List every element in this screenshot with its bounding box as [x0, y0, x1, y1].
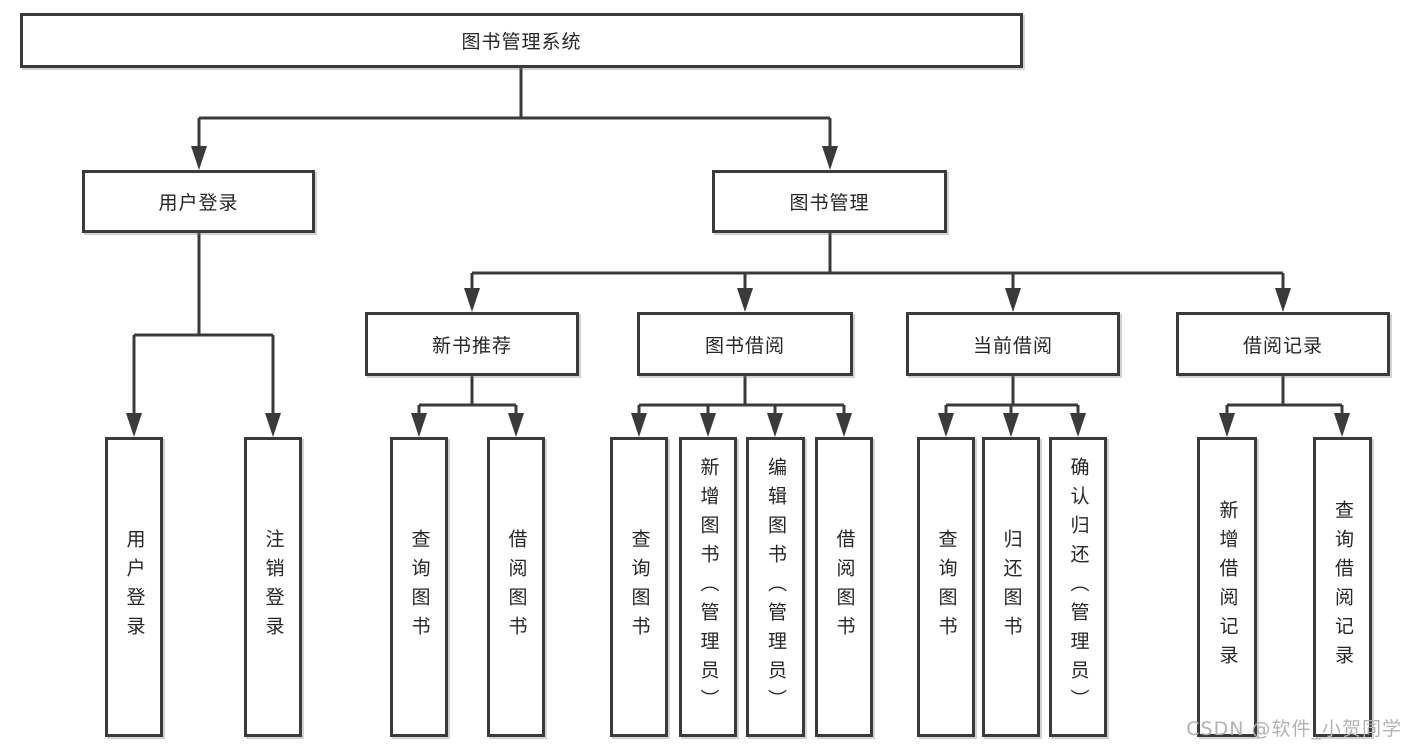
node-query-borrow-record: 查询借阅记录	[1313, 437, 1372, 737]
node-book-borrowing: 图书借阅	[637, 312, 853, 376]
node-add-books-admin: 新增图书（管理员）	[679, 437, 737, 737]
node-query-books-current: 查询图书	[917, 437, 975, 737]
node-query-books-recommend: 查询图书	[390, 437, 448, 737]
csdn-watermark: CSDN @软件_小贺同学	[1186, 718, 1402, 740]
node-borrow-books-recommend: 借阅图书	[487, 437, 545, 737]
node-borrowing-records: 借阅记录	[1176, 312, 1390, 376]
node-logout: 注销登录	[244, 437, 302, 737]
node-confirm-return-admin: 确认归还（管理员）	[1049, 437, 1107, 737]
node-edit-books-admin: 编辑图书（管理员）	[746, 437, 805, 737]
node-current-borrowing: 当前借阅	[906, 312, 1120, 376]
node-library-management-system: 图书管理系统	[20, 13, 1023, 68]
node-add-borrow-record: 新增借阅记录	[1197, 437, 1257, 737]
node-book-management: 图书管理	[712, 170, 947, 233]
node-borrow-books: 借阅图书	[815, 437, 873, 737]
node-user-login: 用户登录	[82, 170, 315, 233]
tree-edge-lines	[132, 68, 1344, 418]
node-query-books-borrow: 查询图书	[610, 437, 668, 737]
node-return-books: 归还图书	[982, 437, 1040, 737]
node-user-login-leaf: 用户登录	[105, 437, 163, 737]
node-new-book-recommendation: 新书推荐	[365, 312, 579, 376]
